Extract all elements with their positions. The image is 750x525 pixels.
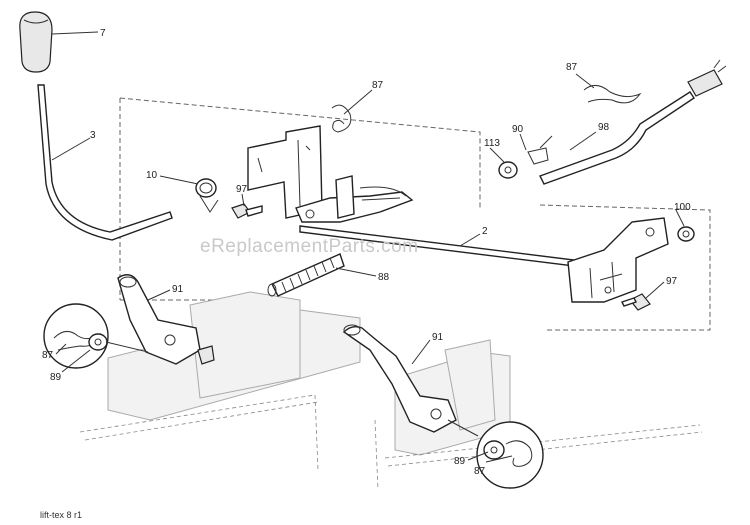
diagram-caption: lift-tex 8 r1 [40,510,82,520]
chassis-outline [79,97,711,491]
bolt-part-97-upper [231,203,263,219]
callout-89-right: 89 [454,456,466,467]
watermark-text: eReplacementParts.com [200,236,419,257]
callout-89-left: 89 [50,372,62,383]
lift-arm-part-91-left [117,274,215,365]
detail-circle-left [43,303,149,369]
callout-113: 113 [484,138,500,149]
hairpin-clip-part-87-top [331,104,352,133]
callout-labels: 7 3 10 97 87 113 90 98 87 2 100 97 88 91… [42,28,691,477]
callout-88: 88 [378,272,390,283]
callout-10: 10 [146,170,158,181]
callout-7: 7 [100,28,106,39]
callout-87-right: 87 [566,62,578,73]
callout-100: 100 [674,202,691,213]
lift-bracket-assembly [247,125,414,223]
detail-circle-right [447,419,544,489]
lift-rod-part-98 [539,59,727,185]
callout-2: 2 [482,226,488,237]
callout-87-left: 87 [42,350,54,361]
callout-87-top: 87 [372,80,384,91]
callout-91-right: 91 [432,332,444,343]
nut-part-100 [677,226,695,242]
callout-98: 98 [598,122,610,133]
lift-arm-part-91-right [342,324,457,433]
hairpin-clip-part-87-right [583,85,642,104]
extension-spring-part-88 [267,253,345,297]
clevis-pin-part-90 [527,135,553,165]
handle-grip-part-7 [19,11,53,73]
washer-part-113 [498,161,518,179]
right-lift-bracket [567,217,669,303]
leader-lines [51,31,685,463]
spring-part-10 [195,178,219,213]
callout-97-upper: 97 [236,184,248,195]
callout-87-bottom: 87 [474,466,486,477]
lift-lever-part-3 [37,84,173,241]
callout-3: 3 [90,130,96,141]
callout-97-lower: 97 [666,276,678,287]
callout-91-left: 91 [172,284,184,295]
bolt-part-97-lower [621,293,651,311]
callout-90: 90 [512,124,524,135]
